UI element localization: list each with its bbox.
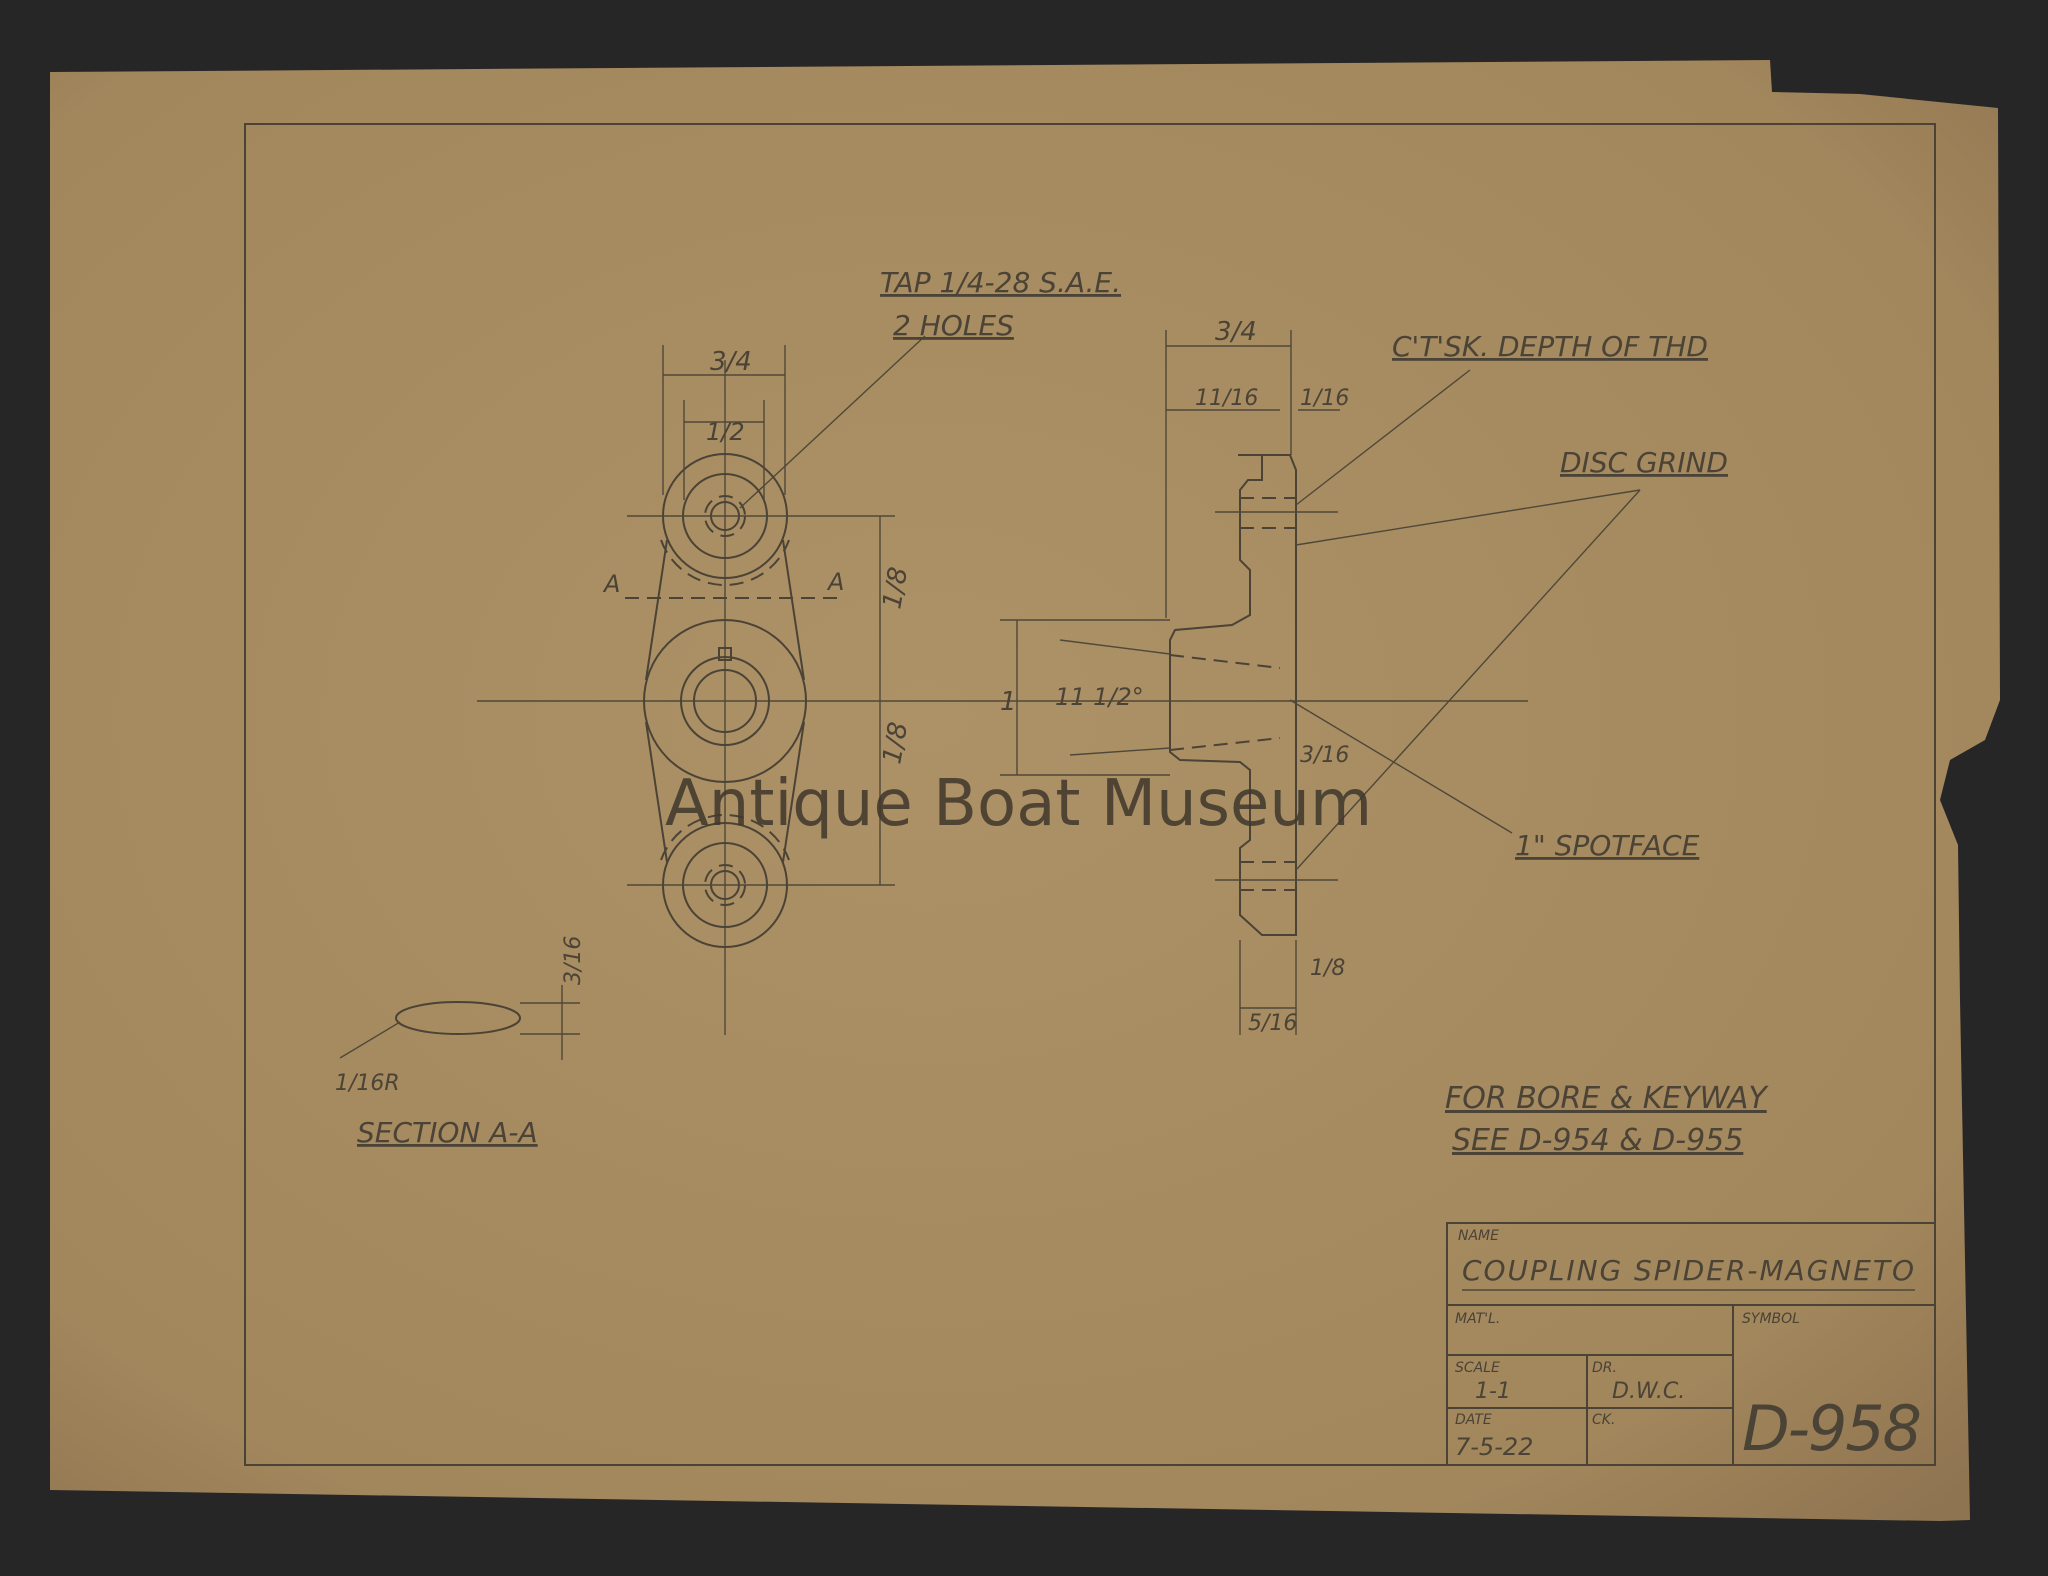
note-tap: TAP 1/4-28 S.A.E. [880,266,1121,299]
note-spotface: 1" SPOTFACE [1515,829,1700,862]
dim-side-inner: 11/16 [1195,386,1258,411]
scale-value: 1-1 [1475,1379,1511,1404]
front-view [477,335,1528,1035]
part-name: COUPLING SPIDER-MAGNETO [1462,1254,1914,1287]
drawn-by: D.W.C. [1612,1379,1685,1404]
section-label: SECTION A-A [357,1116,538,1149]
side-view [1000,330,1641,1035]
dim-side-step: 1/16 [1300,386,1349,411]
note-bore-line1: FOR BORE & KEYWAY [1445,1081,1769,1116]
dim-center-bottom: 1/8 [877,720,914,766]
drawing-number: D-958 [1742,1392,1922,1465]
section-view [339,985,580,1060]
dim-side-height: 1 [1000,687,1017,717]
dim-angle: 11 1/2° [1055,683,1144,711]
scale-label: SCALE [1455,1360,1500,1376]
material-label: MAT'L. [1455,1311,1500,1327]
note-holes: 2 HOLES [893,309,1014,342]
dim-width-top: 3/4 [710,347,752,377]
section-mark-right: A [826,568,844,596]
dim-center-top: 1/8 [877,565,914,611]
dim-hole-dia: 1/2 [706,418,745,446]
note-bore-line2: SEE D-954 & D-955 [1452,1123,1743,1158]
dim-flange-width: 5/16 [1248,1011,1297,1036]
watermark: Antique Boat Museum [665,767,1372,841]
section-mark-left: A [602,570,620,598]
name-label: NAME [1458,1228,1499,1244]
dim-section-radius: 1/16R [335,1071,400,1096]
date-label: DATE [1455,1412,1492,1428]
drawn-label: DR. [1592,1360,1617,1376]
title-block [1446,1222,1936,1466]
drawing-border [244,123,1936,1466]
symbol-label: SYMBOL [1742,1311,1800,1327]
dim-flange: 1/8 [1310,956,1345,981]
dim-hub-offset: 3/16 [1300,743,1349,768]
dim-side-overall: 3/4 [1215,317,1257,347]
note-disc-grind: DISC GRIND [1560,446,1728,479]
date-value: 7-5-22 [1455,1433,1533,1461]
checked-label: CK. [1592,1412,1615,1428]
note-ctsk: C'T'SK. DEPTH OF THD [1392,330,1708,363]
dim-section-thickness: 3/16 [561,936,586,985]
paper [50,60,2000,1521]
